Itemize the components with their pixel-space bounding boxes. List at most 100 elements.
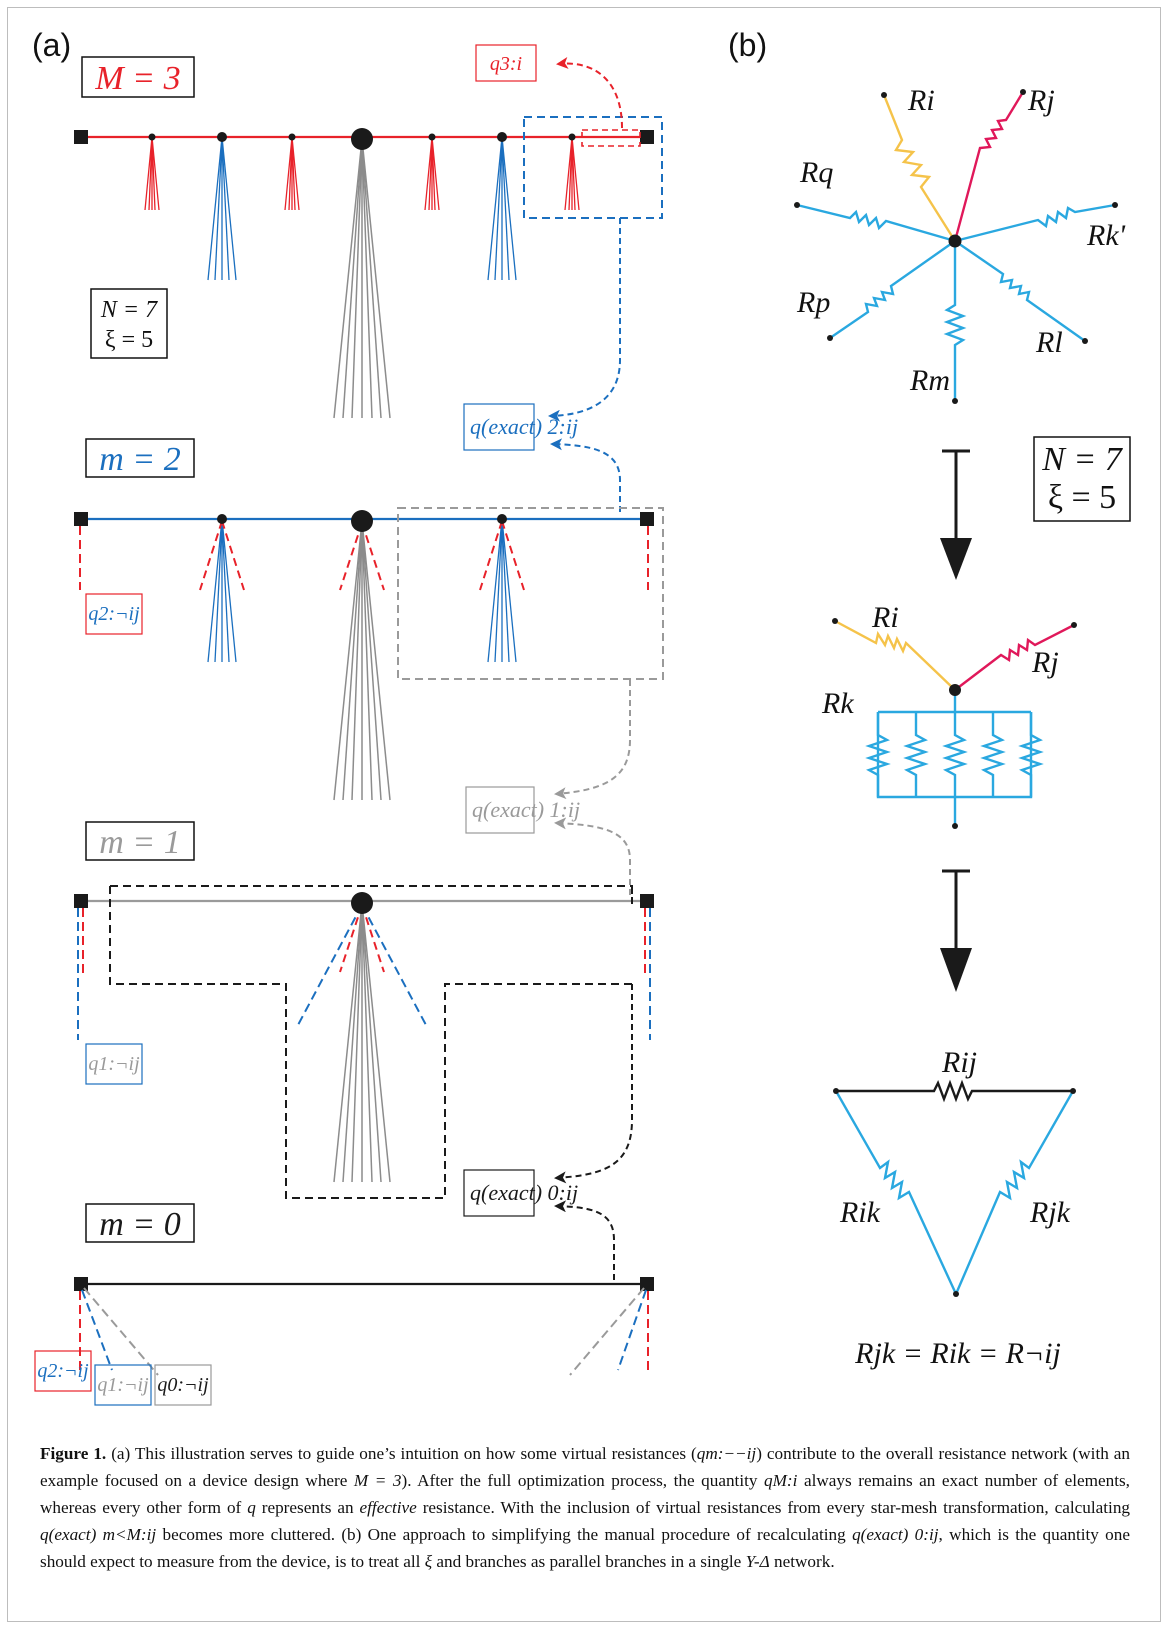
q1exact-box	[465, 786, 535, 834]
bottom-q1-box	[94, 1364, 152, 1406]
q1notij-box	[85, 1043, 143, 1085]
arrow-to-q3i	[556, 56, 623, 129]
figure-frame	[7, 7, 1161, 1622]
q2-exact-group: q(exact) 2:ij	[463, 218, 621, 512]
fan-red-3	[424, 136, 440, 211]
star-label-Rk-prime: Rk'	[1086, 219, 1126, 252]
transform-arrow-2	[940, 869, 972, 992]
q3i-label: q3:i	[490, 53, 522, 75]
param-xi-a: ξ = 5	[105, 327, 153, 353]
q0-exact-group: q(exact) 0:ij	[463, 984, 633, 1280]
mid-label-Rj: Rj	[1031, 646, 1059, 679]
terminal-left-M3	[74, 130, 88, 144]
caption-math-1: qm:−−ij	[696, 1444, 757, 1463]
label-m2: m = 2	[99, 441, 181, 478]
q1-exact-group: q(exact) 1:ij	[465, 680, 631, 895]
delta-label-Rik: Rik	[839, 1196, 881, 1229]
panel-a-letter: (a)	[32, 27, 71, 63]
level-M3: M = 3 N = 7 ξ	[74, 44, 663, 419]
star-label-Rl: Rl	[1035, 326, 1063, 359]
param-N-a: N = 7	[100, 297, 158, 323]
delta-equation: Rjk = Rik = R¬ij	[854, 1337, 1061, 1370]
label-m1: m = 1	[99, 824, 181, 861]
figure-caption: Figure 1. (a) This illustration serves t…	[40, 1440, 1130, 1575]
label-box-m0	[85, 1203, 195, 1243]
star-network	[794, 89, 1118, 404]
transform-arrow-1	[940, 449, 972, 580]
highlight-gray-box	[397, 507, 664, 680]
fan-gray-m1	[333, 902, 391, 1183]
red-v-m1	[339, 904, 385, 973]
level-m1: m = 1 q1:¬ij	[74, 821, 654, 1199]
arrow-gray-to-q1	[554, 680, 631, 800]
label-box-m1	[85, 821, 195, 861]
fan-gray-M3	[333, 138, 391, 419]
fan-gray-m2	[333, 520, 391, 801]
q2notij-box	[85, 593, 143, 635]
bottom-q1-label: q1:¬ij	[97, 1374, 149, 1396]
arrow-black-to-q0	[554, 984, 633, 1184]
caption-math-6: q(exact) 0:ij	[852, 1525, 939, 1544]
fan-blue-m2-1	[207, 518, 237, 663]
star-label-Rp: Rp	[796, 286, 830, 319]
mid-labels: Ri Rj Rk	[821, 601, 1059, 720]
param-xi-b: ξ = 5	[1048, 479, 1116, 516]
fan-blue-m2-2	[487, 518, 517, 663]
star-label-Rq: Rq	[799, 156, 833, 189]
caption-emph: effective	[359, 1498, 417, 1517]
caption-math-7: ξ	[424, 1552, 433, 1571]
label-box-M3	[81, 56, 195, 98]
caption-math-3: qM:i	[764, 1471, 798, 1490]
delta-label-Rjk: Rjk	[1029, 1196, 1071, 1229]
caption-math-2: M = 3	[353, 1471, 402, 1490]
q1exact-label: q(exact) 1:ij	[472, 797, 580, 822]
delta-network	[833, 1079, 1076, 1297]
panel-b-letter: (b)	[728, 27, 767, 63]
caption-math-8: Y-Δ	[745, 1552, 770, 1571]
level-m0: m = 0 q2:¬ij q1:¬ij q0:¬ij	[34, 1203, 654, 1406]
delta-labels: Rij Rik Rjk	[839, 1046, 1071, 1229]
q2exact-box	[463, 403, 535, 451]
caption-label: Figure 1.	[40, 1444, 107, 1463]
arrow-blue-to-q2	[548, 218, 621, 422]
caption-text-10: network.	[769, 1552, 835, 1571]
arrow-gray2-to-q1	[554, 817, 631, 895]
caption-math-5: q(exact) m<M:ij	[40, 1525, 157, 1544]
label-M3: M = 3	[94, 60, 180, 97]
highlight-red-box	[581, 129, 641, 147]
caption-text-7: becomes more cluttered. (b) One approach…	[156, 1525, 853, 1544]
label-box-m2	[85, 438, 195, 478]
caption-text-3: ). After the full optimization process, …	[401, 1471, 765, 1490]
star-label-Rm: Rm	[909, 364, 950, 397]
delta-label-Rij: Rij	[941, 1046, 977, 1079]
mid-label-Ri: Ri	[871, 601, 899, 634]
fan-blue-2	[487, 136, 517, 281]
q2notij-label: q2:¬ij	[88, 603, 140, 625]
fan-red-4	[564, 136, 580, 211]
terminal-right-M3	[640, 130, 654, 144]
mid-label-Rk: Rk	[821, 687, 854, 720]
highlight-blue-box	[523, 116, 663, 219]
caption-math-4: q	[247, 1498, 256, 1517]
q3i-box	[475, 44, 537, 82]
label-m0: m = 0	[99, 1206, 181, 1243]
caption-text-4: always remains an exact number of elemen…	[40, 1471, 1130, 1517]
red-v-m2-center	[339, 522, 385, 591]
arrow-blue2-to-q2	[550, 438, 621, 512]
mid-network	[832, 618, 1077, 829]
params-box-a	[90, 288, 168, 359]
star-labels: Ri Rj Rq Rk' Rp Rl Rm	[796, 84, 1126, 397]
q0exact-label: q(exact) 0:ij	[470, 1180, 578, 1205]
fan-blue-1	[207, 136, 237, 281]
blue-v-m1	[297, 904, 427, 1026]
arrow-black2-to-q0	[554, 1200, 615, 1280]
star-label-Rj: Rj	[1027, 84, 1055, 117]
star-label-Ri: Ri	[907, 84, 935, 117]
bottom-q0-box	[154, 1364, 212, 1406]
caption-text-5: represents an	[255, 1498, 360, 1517]
param-N-b: N = 7	[1041, 441, 1124, 478]
caption-text-6: resistance. With the inclusion of virtua…	[416, 1498, 1131, 1517]
params-box-b	[1033, 436, 1131, 522]
level-m2: m = 2 q2:¬ij	[74, 438, 664, 801]
